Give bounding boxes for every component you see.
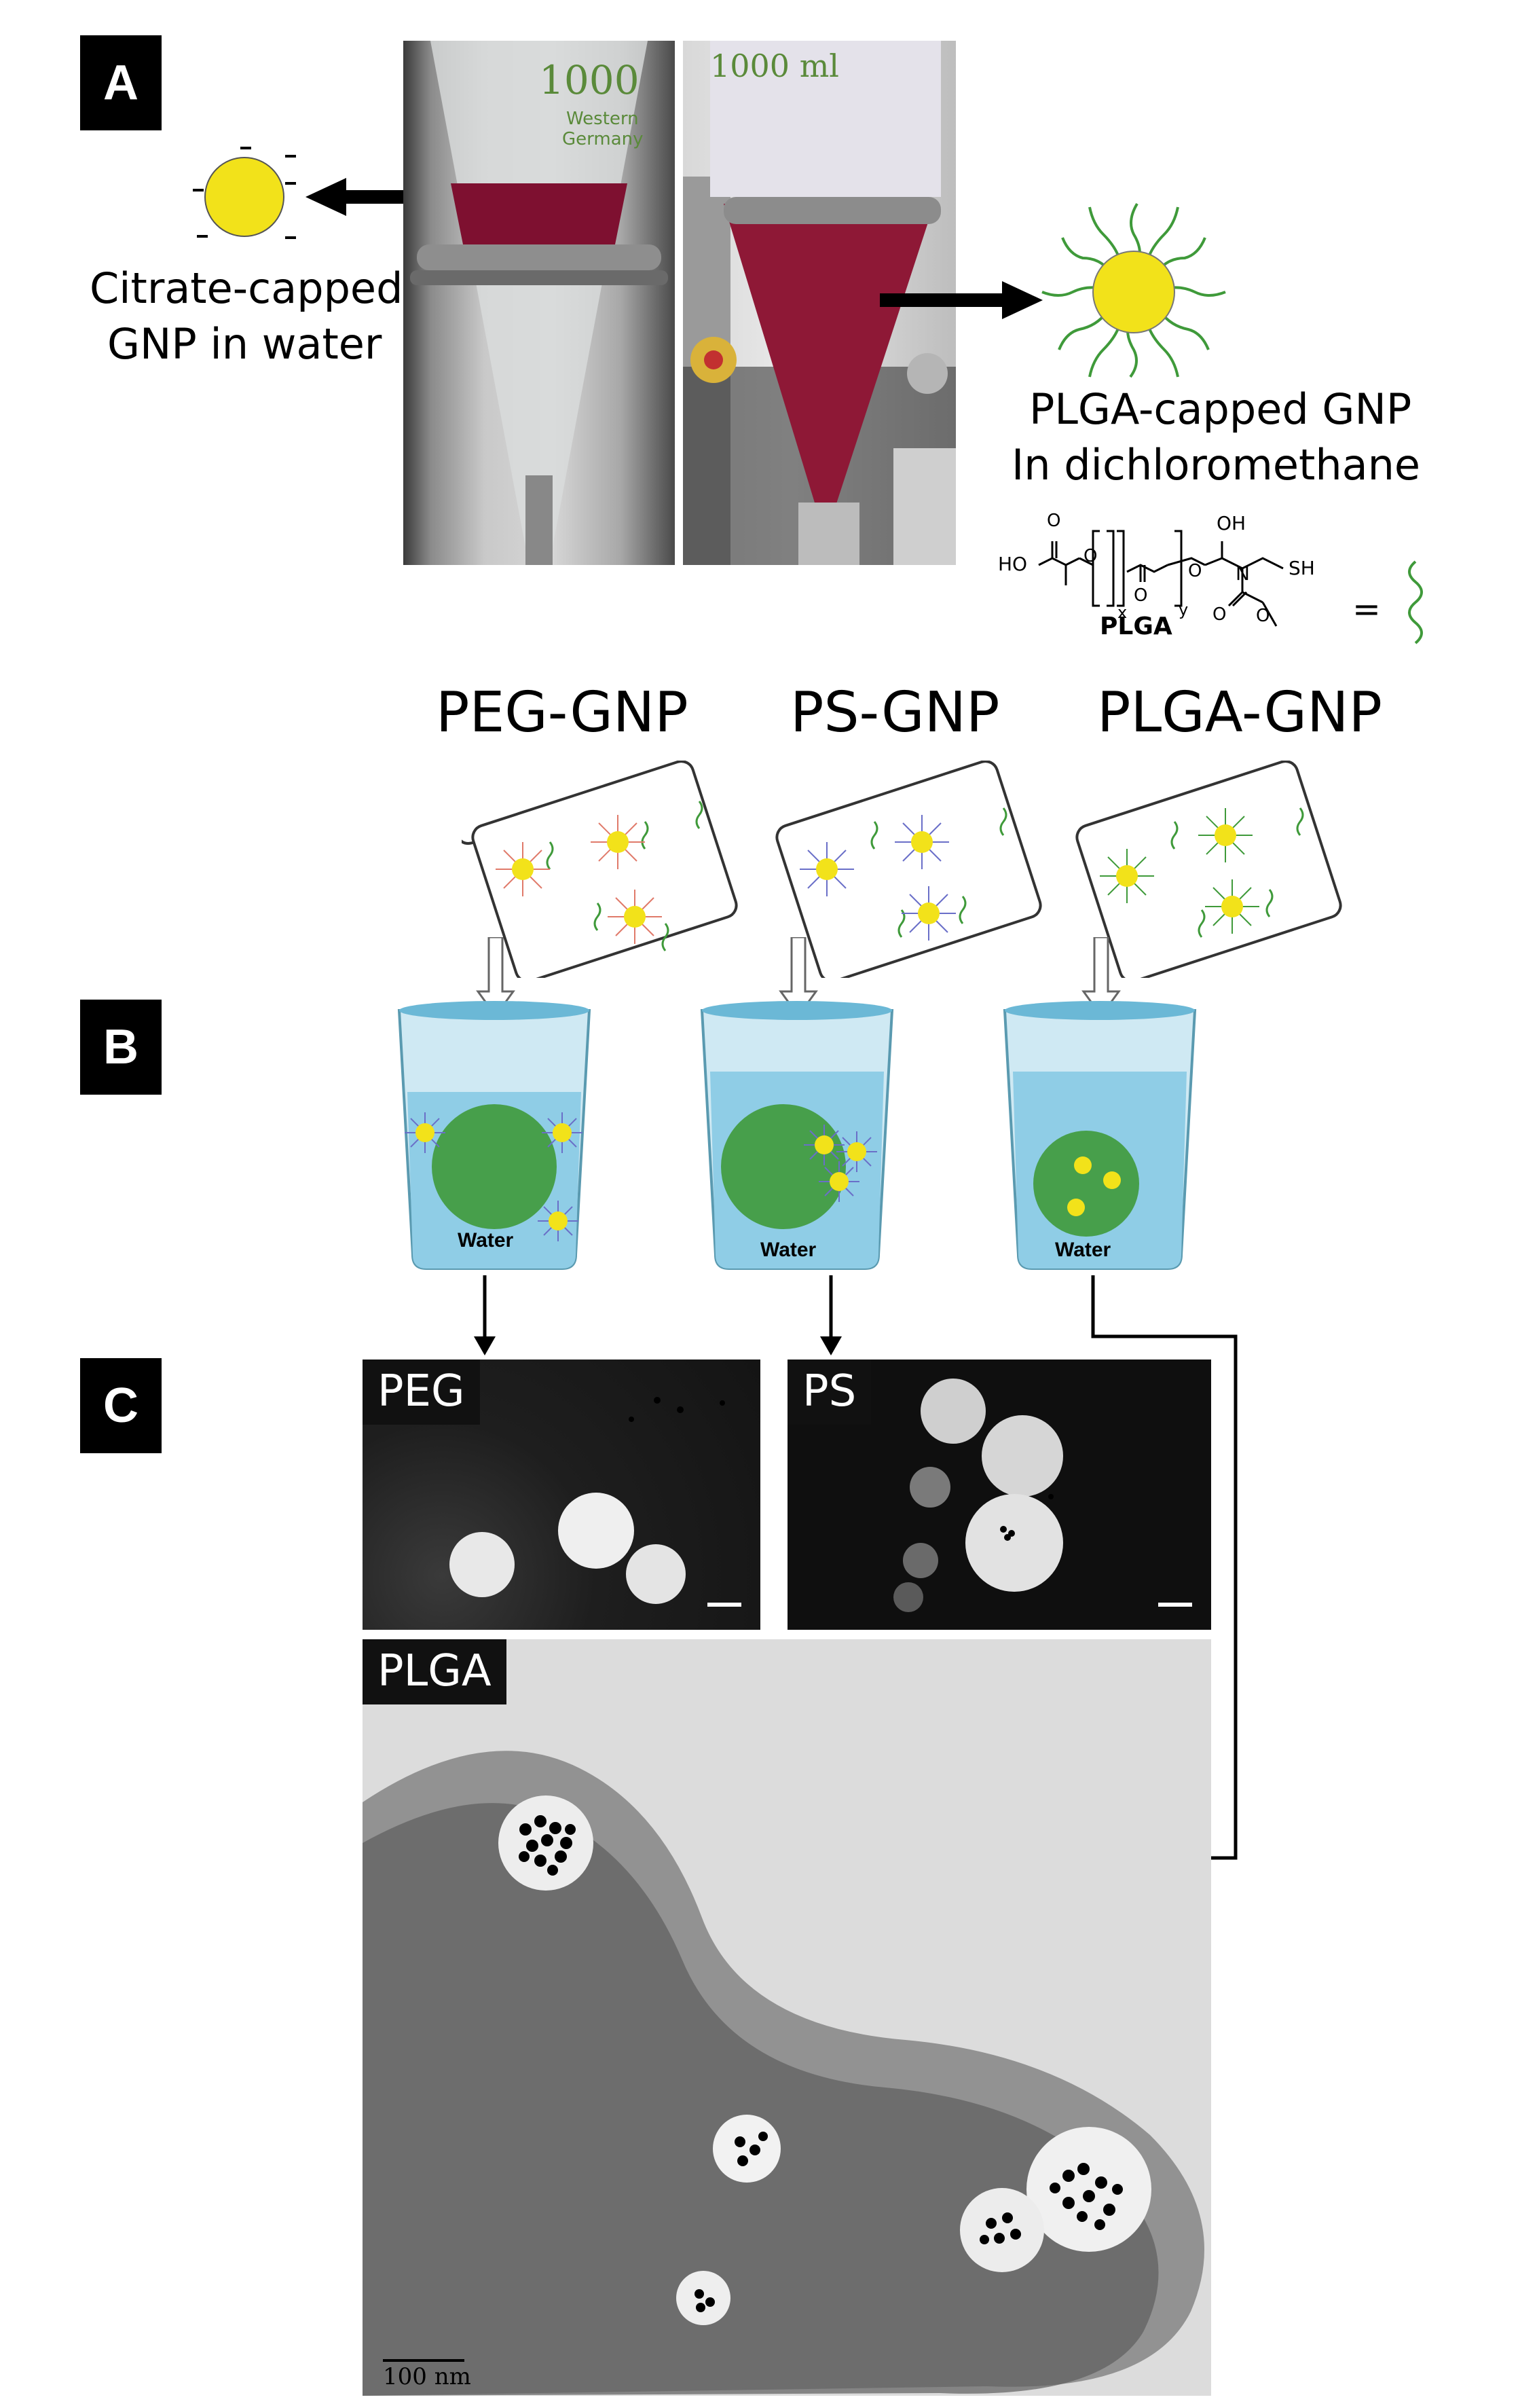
tem-label-ps: PS: [788, 1360, 872, 1425]
water-beaker-ps: Water: [695, 997, 899, 1277]
header-plga-gnp: PLGA-GNP: [1097, 680, 1382, 745]
pouring-beaker-ps: [775, 761, 1042, 978]
chem-sh: SH: [1289, 557, 1315, 579]
flask-text-1000ml: 1000 ml: [710, 48, 840, 84]
pouring-beaker-plga: [1075, 761, 1342, 978]
tem-label-peg: PEG: [363, 1360, 480, 1425]
tem-image-peg: PEG: [363, 1360, 760, 1630]
chem-o1: O: [1047, 511, 1061, 531]
chem-ho: HO: [998, 553, 1028, 575]
pouring-beaker-peg: [462, 761, 738, 978]
chem-o6: O: [1256, 606, 1270, 626]
chem-oh: OH: [1217, 512, 1246, 534]
citrate-label-line2: GNP in water: [107, 319, 382, 369]
chem-o2: O: [1084, 546, 1098, 566]
water-label-peg: Water: [458, 1229, 514, 1252]
arrow-down-peg: [474, 1275, 496, 1355]
water-label-ps: Water: [760, 1239, 817, 1261]
citrate-gnp-icon: [193, 147, 296, 239]
chem-x: x: [1117, 603, 1128, 622]
water-beaker-peg: Water: [392, 997, 596, 1277]
water-beaker-plga: Water: [998, 997, 1202, 1277]
flask-text-germany: Germany: [562, 129, 644, 149]
arrow-right-icon: [880, 281, 1043, 319]
tem-image-plga: PLGA 100 nm: [363, 1639, 1211, 2396]
arrow-down-ps: [820, 1275, 842, 1355]
scale-label-plga: 100 nm: [383, 2363, 471, 2390]
chem-n: N: [1236, 562, 1250, 585]
header-peg-gnp: PEG-GNP: [436, 680, 688, 745]
plga-label-line1: PLGA-capped GNP: [1029, 384, 1412, 434]
panel-label-b: B: [80, 1000, 162, 1095]
flask-text-western: Western: [566, 109, 639, 129]
chem-o5: O: [1212, 604, 1227, 625]
header-ps-gnp: PS-GNP: [790, 680, 1000, 745]
scale-bar-plga: [383, 2359, 464, 2362]
plga-capped-gnp-icon: [1041, 202, 1226, 378]
water-label-plga: Water: [1055, 1239, 1111, 1261]
chem-plga: PLGA: [1100, 613, 1172, 640]
plga-chemical-structure: HO O O x O O OH N SH y O O PLGA =: [998, 504, 1446, 653]
polymer-chain-icon: [1408, 560, 1423, 644]
flask-photo-left: 1000 Western Germany: [403, 41, 675, 565]
chem-o4: O: [1188, 561, 1202, 581]
flask-text-1000: 1000: [539, 57, 640, 103]
chem-equals: =: [1352, 589, 1381, 629]
tem-image-ps: PS: [788, 1360, 1211, 1630]
plga-label-line2: In dichloromethane: [1012, 440, 1421, 490]
scale-bar-peg: [707, 1603, 741, 1607]
panel-label-a: A: [80, 35, 162, 130]
tem-label-plga: PLGA: [363, 1639, 506, 1704]
citrate-label-line1: Citrate-capped: [90, 263, 403, 313]
scale-bar-ps: [1158, 1603, 1192, 1607]
chem-y: y: [1179, 600, 1189, 619]
chem-o3: O: [1134, 585, 1148, 606]
panel-label-c: C: [80, 1358, 162, 1453]
